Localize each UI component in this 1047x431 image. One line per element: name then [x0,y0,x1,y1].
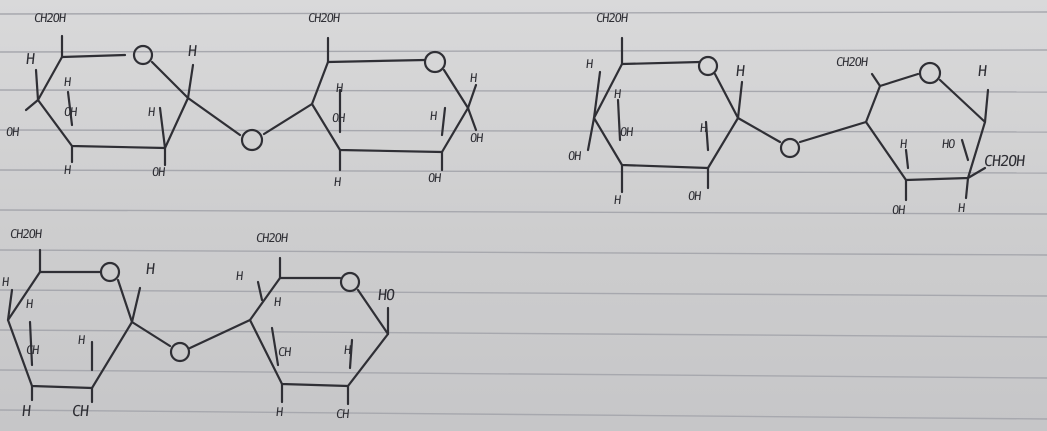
s1-label-oh-4: OH [331,111,346,125]
s3-label-ch-4: CH [335,407,350,421]
s1-label-h-anomeric: H [187,42,198,60]
s1-label-h-6: H [429,109,437,123]
structure-3-right-ring [248,256,390,406]
s1-label-h-4: H [63,163,71,177]
structure-2-left-ring [586,36,868,194]
s1-label-ch2oh-right: CH2OH [307,11,340,25]
s2-label-h-anomeric: H [735,62,746,80]
s2-label-h-6: H [899,137,907,151]
s1-label-h-3: H [147,105,155,119]
s2-label-h-1: H [585,57,593,71]
s2-label-ho: HO [941,137,956,151]
s1-label-ch2oh-left: CH2OH [33,11,66,25]
s2-label-ch2oh-right: CH2OH [983,152,1026,170]
s1-label-h-2: H [63,75,71,89]
s3-label-h-1: H [1,275,9,289]
s3-label-h-8: H [275,405,283,419]
s2-label-h-5: H [977,62,988,80]
s3-label-h-anomeric: H [145,260,156,278]
s2-label-oh-2: OH [567,149,582,163]
s3-label-h-3: H [25,297,33,311]
s3-label-h-6: H [273,295,281,309]
s2-label-oh-4: OH [891,203,906,217]
s2-label-h-7: H [957,201,965,215]
s3-label-ch-1: CH [25,343,40,357]
s1-label-h-5: H [335,81,343,95]
s2-label-h-4: H [613,193,621,207]
s3-label-h-7: H [343,343,351,357]
s2-label-h-2: H [613,87,621,101]
s3-label-ch2oh-left: CH2OH [9,227,42,241]
s1-label-h-7: H [469,71,477,85]
s1-label-oh-3: OH [151,165,166,179]
ruled-lines [0,11,1047,420]
s1-label-oh-6: OH [427,171,442,185]
s3-label-ch-3: CH [277,345,292,359]
s1-label-h-1: H [25,50,36,68]
s2-label-oh-1: OH [619,125,634,139]
s3-label-ho: HO [377,286,396,304]
structure-1-right-ring [310,36,478,172]
s3-label-h-5: H [235,269,243,283]
s3-label-h-2: H [77,333,85,347]
s2-label-oh-3: OH [687,189,702,203]
s2-label-ch2oh-left: CH2OH [595,11,628,25]
s1-label-h-8: H [333,175,341,189]
structure-2-right-ring [864,61,990,202]
s1-label-oh-2: OH [5,125,20,139]
s2-label-h-3: H [699,121,707,135]
s1-label-oh-1: OH [63,105,78,119]
s2-label-ch2oh-furanose: CH2OH [835,55,868,69]
s3-label-h-4: H [21,402,32,420]
structure-1-left-ring [24,34,314,167]
s3-label-ch-2: CH [71,402,90,420]
s3-label-ch2oh-right: CH2OH [255,231,288,245]
s1-label-oh-5: OH [469,131,484,145]
structure-3-left-ring [6,248,252,404]
